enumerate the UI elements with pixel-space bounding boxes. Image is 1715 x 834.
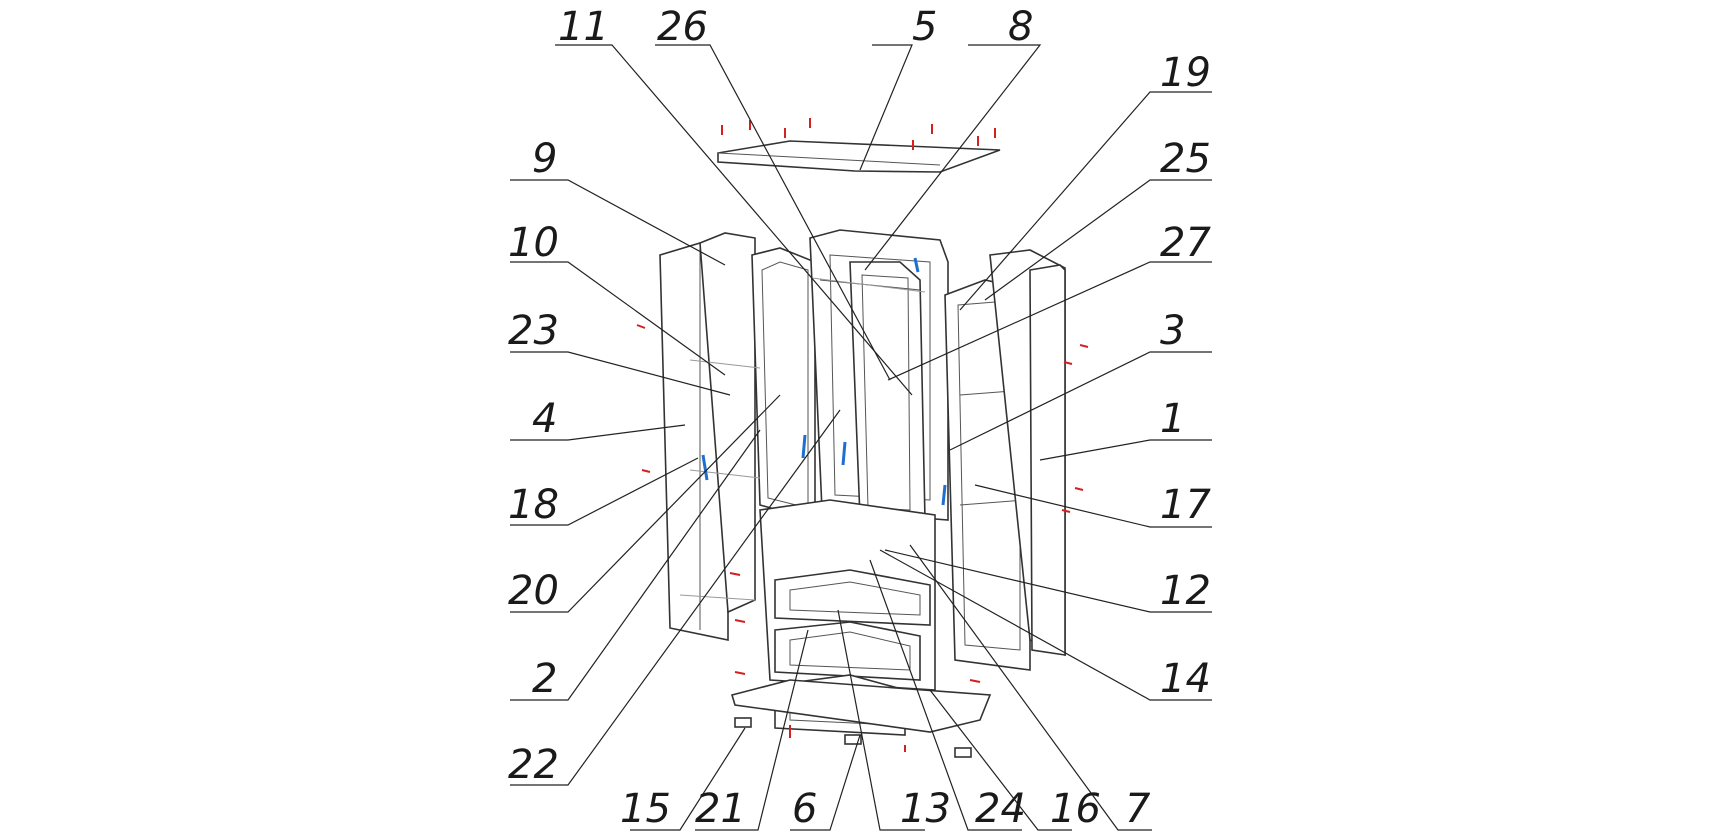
handle-right [941,484,947,506]
bottom-plinth [730,679,992,733]
foot-middle [844,734,862,745]
callout-label: 7 [1125,786,1151,832]
callout-label: 22 [508,742,559,788]
top-panel [717,140,1001,173]
foot-left [734,717,752,728]
callout-label: 3 [1160,308,1185,354]
callout-label: 19 [1160,50,1211,96]
callout-label: 16 [1050,786,1101,832]
right-side-panel [1029,264,1066,656]
callout-label: 14 [1160,656,1211,702]
callout-label: 13 [900,786,951,832]
screws [636,118,1089,752]
center-door [849,261,926,521]
callout-label: 18 [508,482,559,528]
callout-label: 2 [532,656,557,702]
callout-label: 26 [657,4,708,50]
leader-lines [510,44,1212,831]
callout-label: 11 [558,4,609,50]
handle-left [701,454,709,481]
callout-label: 9 [532,136,557,182]
callout-label: 4 [532,396,557,442]
callout-label: 8 [1008,4,1033,50]
furniture-drawing [636,118,1089,758]
left-door [751,247,816,522]
callout-label: 17 [1160,482,1211,528]
callout-label: 23 [508,308,559,354]
callout-label: 15 [620,786,671,832]
callout-label: 24 [975,786,1026,832]
callout-label: 21 [695,786,746,832]
left-inner-panel [699,232,756,614]
hinge-blue-top [913,257,920,273]
callout-label: 1 [1160,396,1185,442]
callout-label: 20 [508,568,559,614]
callout-label: 6 [792,786,817,832]
handle-door [801,434,807,459]
handle-center [841,441,847,466]
callout-label: 5 [912,4,937,50]
callout-label: 25 [1160,136,1211,182]
callout-label: 27 [1160,220,1211,266]
foot-right [954,747,972,758]
callout-label: 10 [508,220,559,266]
callout-label: 12 [1160,568,1211,614]
callout-labels: 11 26 5 8 9 10 23 4 18 20 2 22 19 25 27 … [508,4,1211,832]
